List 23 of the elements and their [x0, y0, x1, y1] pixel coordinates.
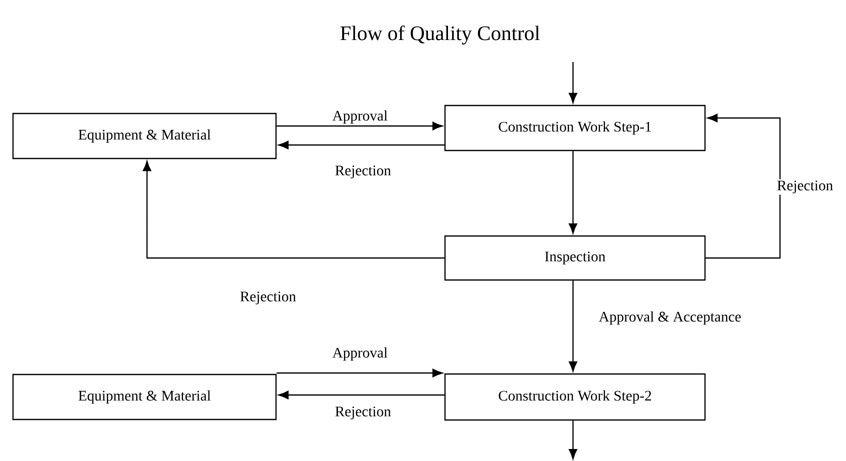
- edge-label: Approval: [330, 109, 390, 125]
- process-box: Equipment & Material: [12, 112, 277, 160]
- edge-label: Approval & Acceptance: [597, 310, 743, 326]
- arrow: [568, 280, 578, 372]
- arrow: [568, 420, 578, 460]
- arrow: [706, 114, 781, 259]
- title: Flow of Quality Control: [340, 26, 540, 44]
- edge-label: Approval: [330, 346, 390, 362]
- process-box: Construction Work Step-2: [444, 373, 706, 421]
- arrow: [276, 368, 443, 378]
- process-box: Construction Work Step-1: [444, 104, 706, 152]
- arrow: [142, 160, 444, 259]
- arrow: [568, 62, 578, 104]
- edge-label: Rejection: [334, 405, 392, 421]
- process-box: Inspection: [444, 235, 706, 281]
- process-box: Equipment & Material: [12, 374, 277, 420]
- edge-label: Rejection: [334, 164, 392, 180]
- arrow: [276, 122, 443, 130]
- edge-label: Rejection: [776, 179, 834, 195]
- arrow: [278, 140, 444, 150]
- edge-label: Rejection: [238, 290, 298, 306]
- arrow: [278, 390, 444, 400]
- arrow: [568, 151, 578, 234]
